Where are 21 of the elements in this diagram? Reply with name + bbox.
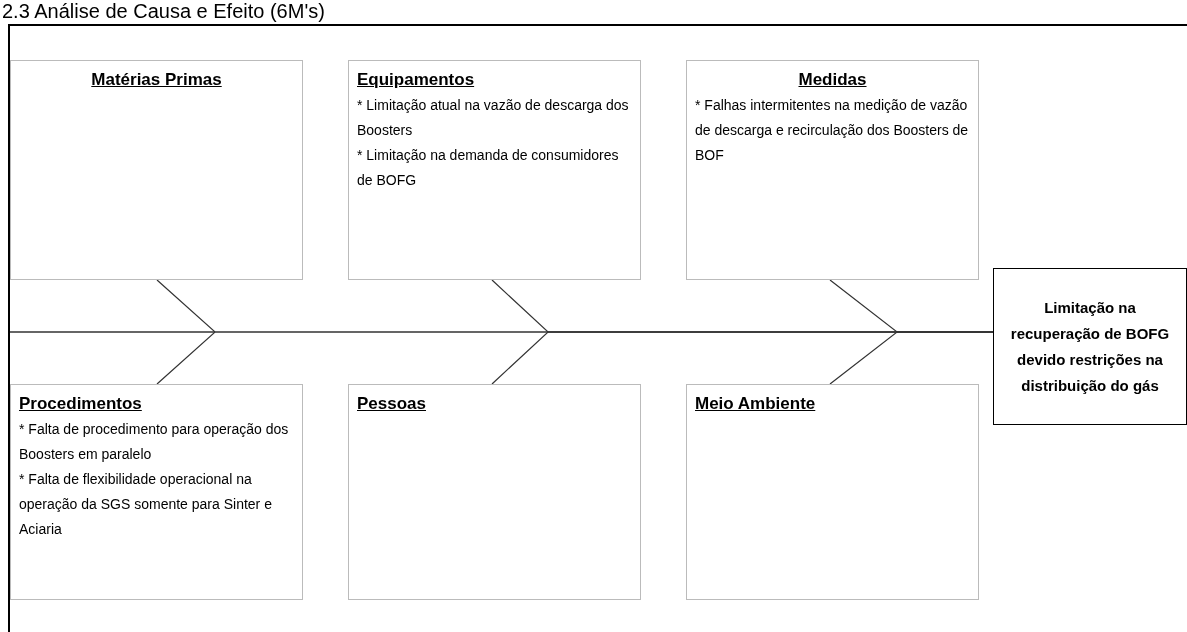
category-heading: Matérias Primas [90, 69, 223, 91]
fishbone-connector [829, 331, 994, 385]
category-heading: Equipamentos [357, 69, 476, 91]
cause-box [348, 60, 641, 280]
cause-box [10, 60, 303, 280]
cause-item: * Limitação na demanda de consumidores de BOFG [357, 146, 620, 190]
cause-box [686, 60, 979, 280]
category-heading: Medidas [797, 69, 868, 91]
diagram-title: 2.3 Análise de Causa e Efeito (6M's) [2, 0, 325, 22]
cause-box [10, 384, 303, 600]
category-heading: Pessoas [357, 393, 427, 415]
cause-item: * Falta de procedimento para operação dos Boosters em paralelo [19, 420, 290, 464]
effect-text: Limitação na recuperação de BOFG devido restrições na distribuição do gás [1009, 297, 1171, 396]
cause-item: * Limitação atual na vazão de descarga dos Boosters [357, 96, 630, 140]
category-heading: Meio Ambiente [695, 393, 817, 415]
cause-box [686, 384, 979, 600]
effect-box [993, 268, 1187, 425]
cause-item: * Falhas intermitentes na medição de vazão de descarga e recirculação dos Boosters de BOF [695, 96, 970, 165]
cause-item: * Falta de flexibilidade operacional na operação da SGS somente para Sinter e Aciaria [19, 470, 273, 539]
cause-box [348, 384, 641, 600]
category-heading: Procedimentos [19, 393, 143, 415]
